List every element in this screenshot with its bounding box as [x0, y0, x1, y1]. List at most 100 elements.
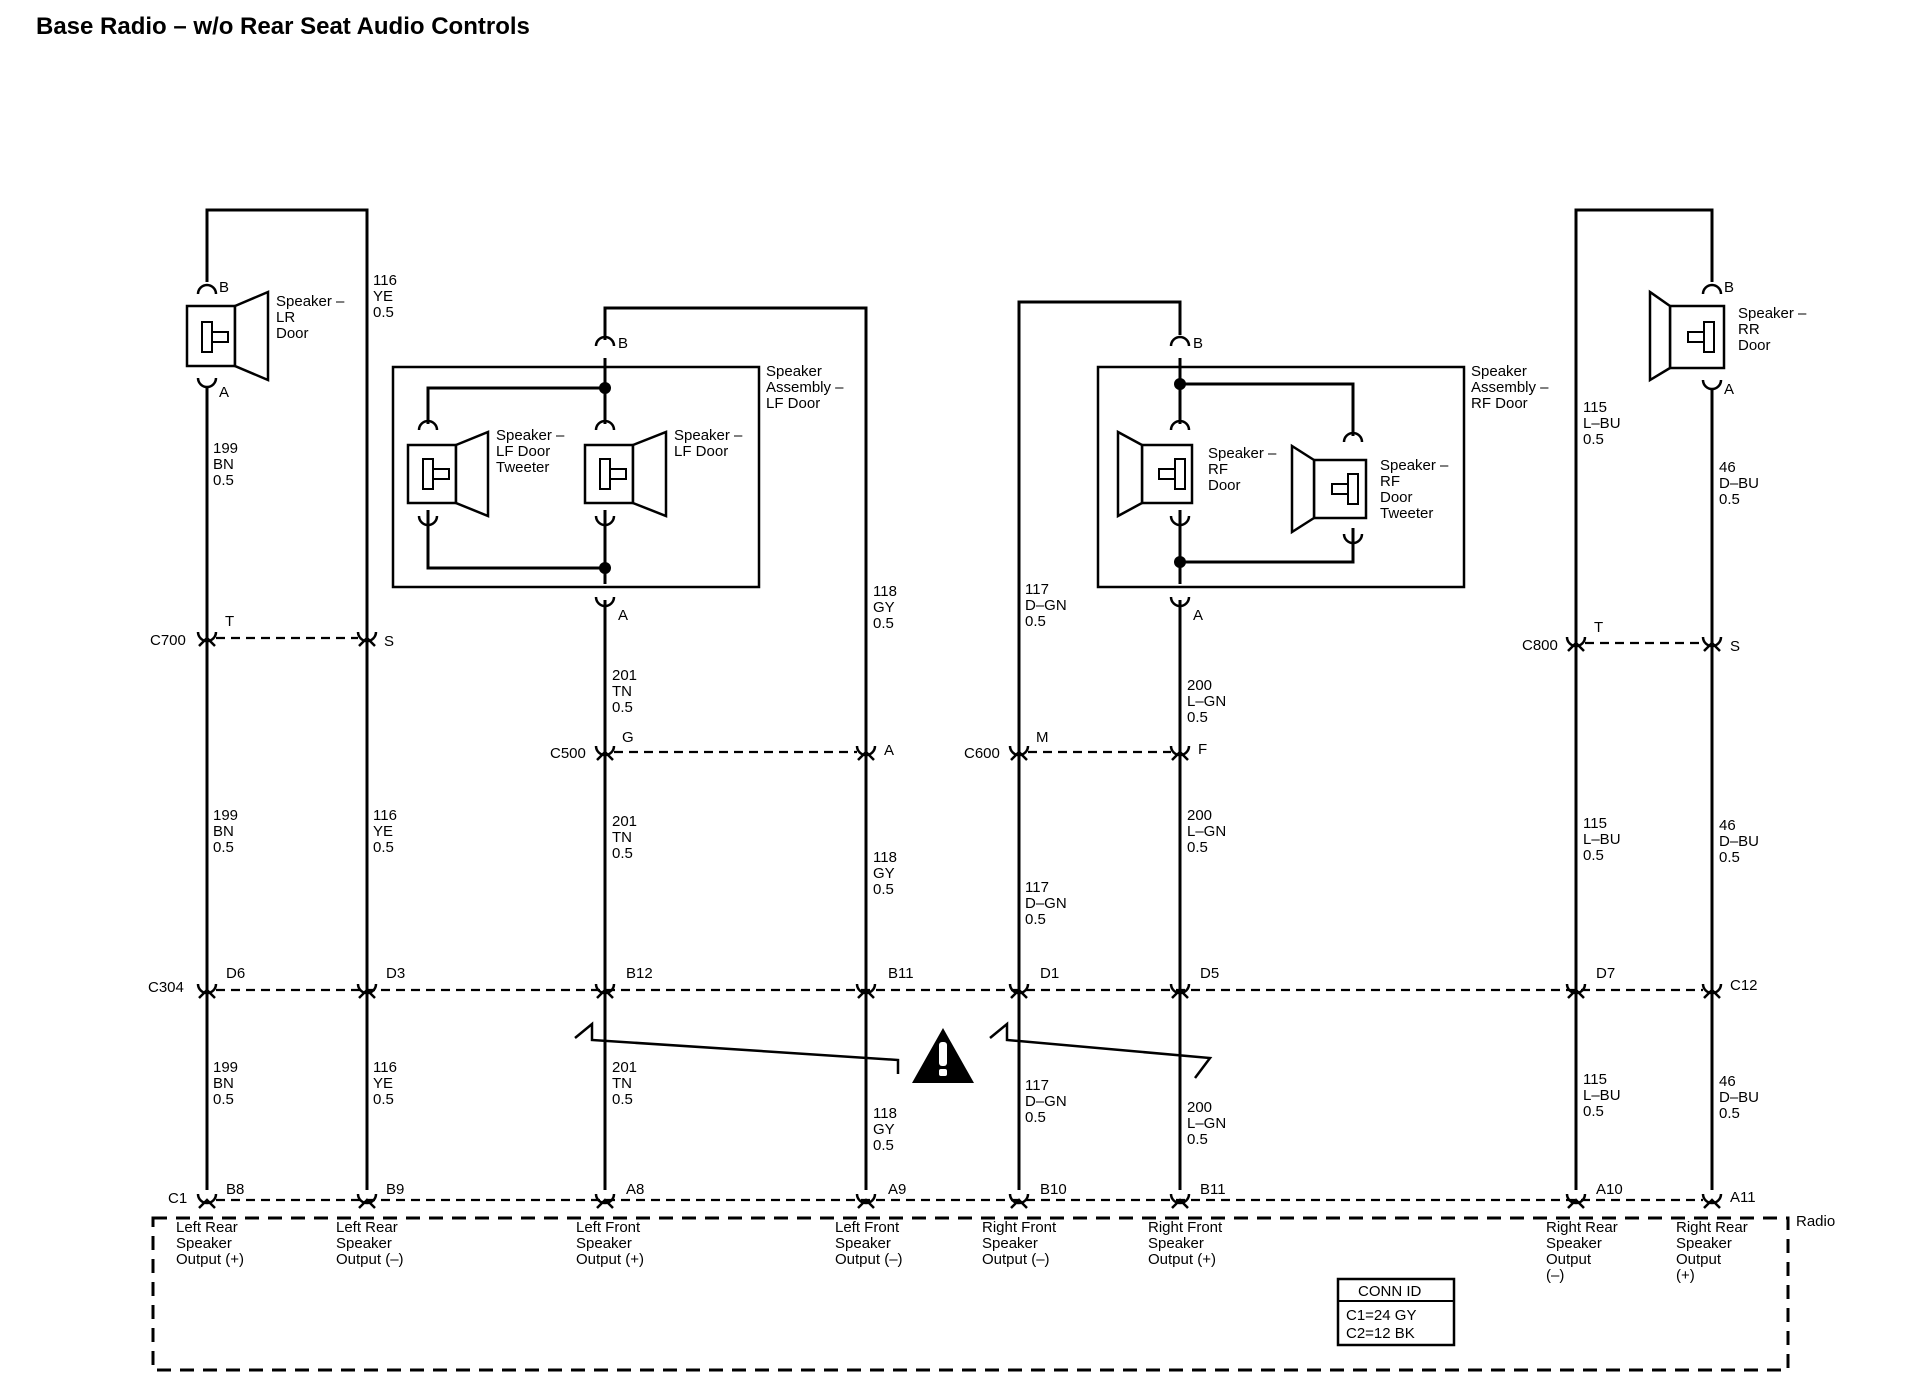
pin-c304-d1: D1 [1040, 965, 1059, 982]
speaker-assembly-rf: B A Speaker – RF Door Speaker – RF Door … [1096, 335, 1549, 624]
diagram-title: Base Radio – w/o Rear Seat Audio Control… [36, 13, 530, 40]
radio-output-lr-plus-3: Output (+) [176, 1251, 244, 1268]
pin-rf-b: B [1193, 335, 1203, 352]
speaker-lf-tweeter-label-3: Tweeter [496, 459, 549, 476]
speaker-lr-door: B A Speaker – LR Door [185, 279, 345, 401]
wire-labels: 199 BN 0.5 199 BN 0.5 199 BN 0.5 116 YE … [213, 272, 1759, 1154]
svg-text:46: 46 [1719, 1073, 1736, 1090]
svg-text:201: 201 [612, 813, 637, 830]
speaker-assembly-lf: B A Speaker – LF Door Tweeter Speaker – … [391, 335, 844, 624]
svg-text:L–GN: L–GN [1187, 693, 1226, 710]
radio-output-lr-plus-1: Left Rear [176, 1219, 238, 1236]
svg-text:L–BU: L–BU [1583, 831, 1621, 848]
radio-output-rf-minus-2: Speaker [982, 1235, 1038, 1252]
radio-output-rr-plus-2: Speaker [1676, 1235, 1732, 1252]
connector-c800: C800 T S [1522, 619, 1740, 655]
wire-label-201-lower: 201 TN 0.5 [612, 1059, 637, 1108]
wire-label-117-middle: 117 D–GN 0.5 [1025, 879, 1067, 928]
svg-text:D–BU: D–BU [1719, 475, 1759, 492]
speaker-rr-label-3: Door [1738, 337, 1771, 354]
wire-label-200-middle: 200 L–GN 0.5 [1187, 807, 1226, 856]
speaker-rf-tweeter-label-1: Speaker – [1380, 457, 1449, 474]
radio-output-rr-plus-4: (+) [1676, 1267, 1695, 1284]
svg-text:BN: BN [213, 1075, 234, 1092]
pin-c700-s: S [384, 633, 394, 650]
connector-c1-label: C1 [168, 1190, 187, 1207]
radio-output-rf-minus-1: Right Front [982, 1219, 1057, 1236]
speaker-lf-tweeter-label-1: Speaker – [496, 427, 565, 444]
speaker-rr-label-1: Speaker – [1738, 305, 1807, 322]
radio-output-lr-minus-3: Output (–) [336, 1251, 404, 1268]
radio-output-lf-plus-2: Speaker [576, 1235, 632, 1252]
radio-output-rf-minus-3: Output (–) [982, 1251, 1050, 1268]
svg-text:0.5: 0.5 [1025, 911, 1046, 928]
svg-text:0.5: 0.5 [1719, 491, 1740, 508]
pin-rf-a: A [1193, 607, 1203, 624]
wire-label-201-upper: 201 TN 0.5 [612, 667, 637, 716]
connector-c700-label: C700 [150, 632, 186, 649]
svg-text:GY: GY [873, 1121, 895, 1138]
svg-text:GY: GY [873, 865, 895, 882]
speaker-rf-door-label-1: Speaker – [1208, 445, 1277, 462]
connector-c800-label: C800 [1522, 637, 1558, 654]
pin-radio-b9: B9 [386, 1181, 404, 1198]
connector-c600-label: C600 [964, 745, 1000, 762]
speaker-rr-door: B A Speaker – RR Door [1648, 279, 1807, 398]
radio-output-rr-minus-4: (–) [1546, 1267, 1564, 1284]
svg-text:D–BU: D–BU [1719, 833, 1759, 850]
radio-output-rr-minus-1: Right Rear [1546, 1219, 1618, 1236]
radio-output-rr-minus-3: Output [1546, 1251, 1592, 1268]
wire-label-115-middle: 115 L–BU 0.5 [1583, 815, 1621, 864]
wire-label-118-middle: 118 GY 0.5 [873, 849, 897, 898]
svg-text:0.5: 0.5 [612, 1091, 633, 1108]
wire-label-200-lower: 200 L–GN 0.5 [1187, 1099, 1226, 1148]
pin-c304-d6: D6 [226, 965, 245, 982]
pin-radio-b11: B11 [1200, 1181, 1226, 1198]
conn-id-line-1: C1=24 GY [1346, 1307, 1416, 1324]
svg-text:0.5: 0.5 [1719, 849, 1740, 866]
svg-text:L–GN: L–GN [1187, 1115, 1226, 1132]
pin-c304-d5: D5 [1200, 965, 1219, 982]
connector-c500-label: C500 [550, 745, 586, 762]
wire-label-199-lower: 199 BN 0.5 [213, 1059, 238, 1108]
radio-output-lf-minus-1: Left Front [835, 1219, 900, 1236]
svg-text:115: 115 [1583, 399, 1607, 416]
pin-c304-d7: D7 [1596, 965, 1615, 982]
svg-text:115: 115 [1583, 1071, 1607, 1088]
svg-text:0.5: 0.5 [612, 845, 633, 862]
svg-text:0.5: 0.5 [213, 839, 234, 856]
svg-text:YE: YE [373, 823, 393, 840]
twisted-pair-marks [574, 1021, 1213, 1079]
radio-output-lr-plus-2: Speaker [176, 1235, 232, 1252]
radio-output-rf-plus-1: Right Front [1148, 1219, 1223, 1236]
wire-label-117-lower: 117 D–GN 0.5 [1025, 1077, 1067, 1126]
assembly-rf-label-1: Speaker [1471, 363, 1527, 380]
wire-label-46-upper: 46 D–BU 0.5 [1719, 459, 1759, 508]
svg-text:0.5: 0.5 [373, 1091, 394, 1108]
speaker-lr-label-3: Door [276, 325, 309, 342]
svg-text:L–BU: L–BU [1583, 1087, 1621, 1104]
speaker-rf-tweeter-label-3: Door [1380, 489, 1413, 506]
conn-id-title: CONN ID [1358, 1283, 1422, 1300]
pin-c304-b11: B11 [888, 965, 914, 982]
connector-c500: C500 G A [550, 729, 894, 762]
wire-label-116-lower: 116 YE 0.5 [373, 1059, 397, 1108]
pin-c304-b12: B12 [626, 965, 653, 982]
assembly-lf-label-3: LF Door [766, 395, 820, 412]
pin-radio-a11: A11 [1730, 1189, 1756, 1206]
wire-label-46-lower: 46 D–BU 0.5 [1719, 1073, 1759, 1122]
wire-label-199-upper: 199 BN 0.5 [213, 440, 238, 489]
radio-output-rf-plus-3: Output (+) [1148, 1251, 1216, 1268]
radio-output-lf-plus-3: Output (+) [576, 1251, 644, 1268]
connector-c700: C700 T S [150, 613, 394, 650]
pin-rr-b: B [1724, 279, 1734, 296]
svg-text:0.5: 0.5 [1025, 613, 1046, 630]
svg-text:0.5: 0.5 [1583, 847, 1604, 864]
pin-c500-g: G [622, 729, 634, 746]
svg-text:BN: BN [213, 456, 234, 473]
svg-text:201: 201 [612, 667, 637, 684]
svg-text:200: 200 [1187, 677, 1212, 694]
wires [205, 208, 1714, 1190]
svg-text:0.5: 0.5 [1583, 1103, 1604, 1120]
svg-text:0.5: 0.5 [873, 615, 894, 632]
